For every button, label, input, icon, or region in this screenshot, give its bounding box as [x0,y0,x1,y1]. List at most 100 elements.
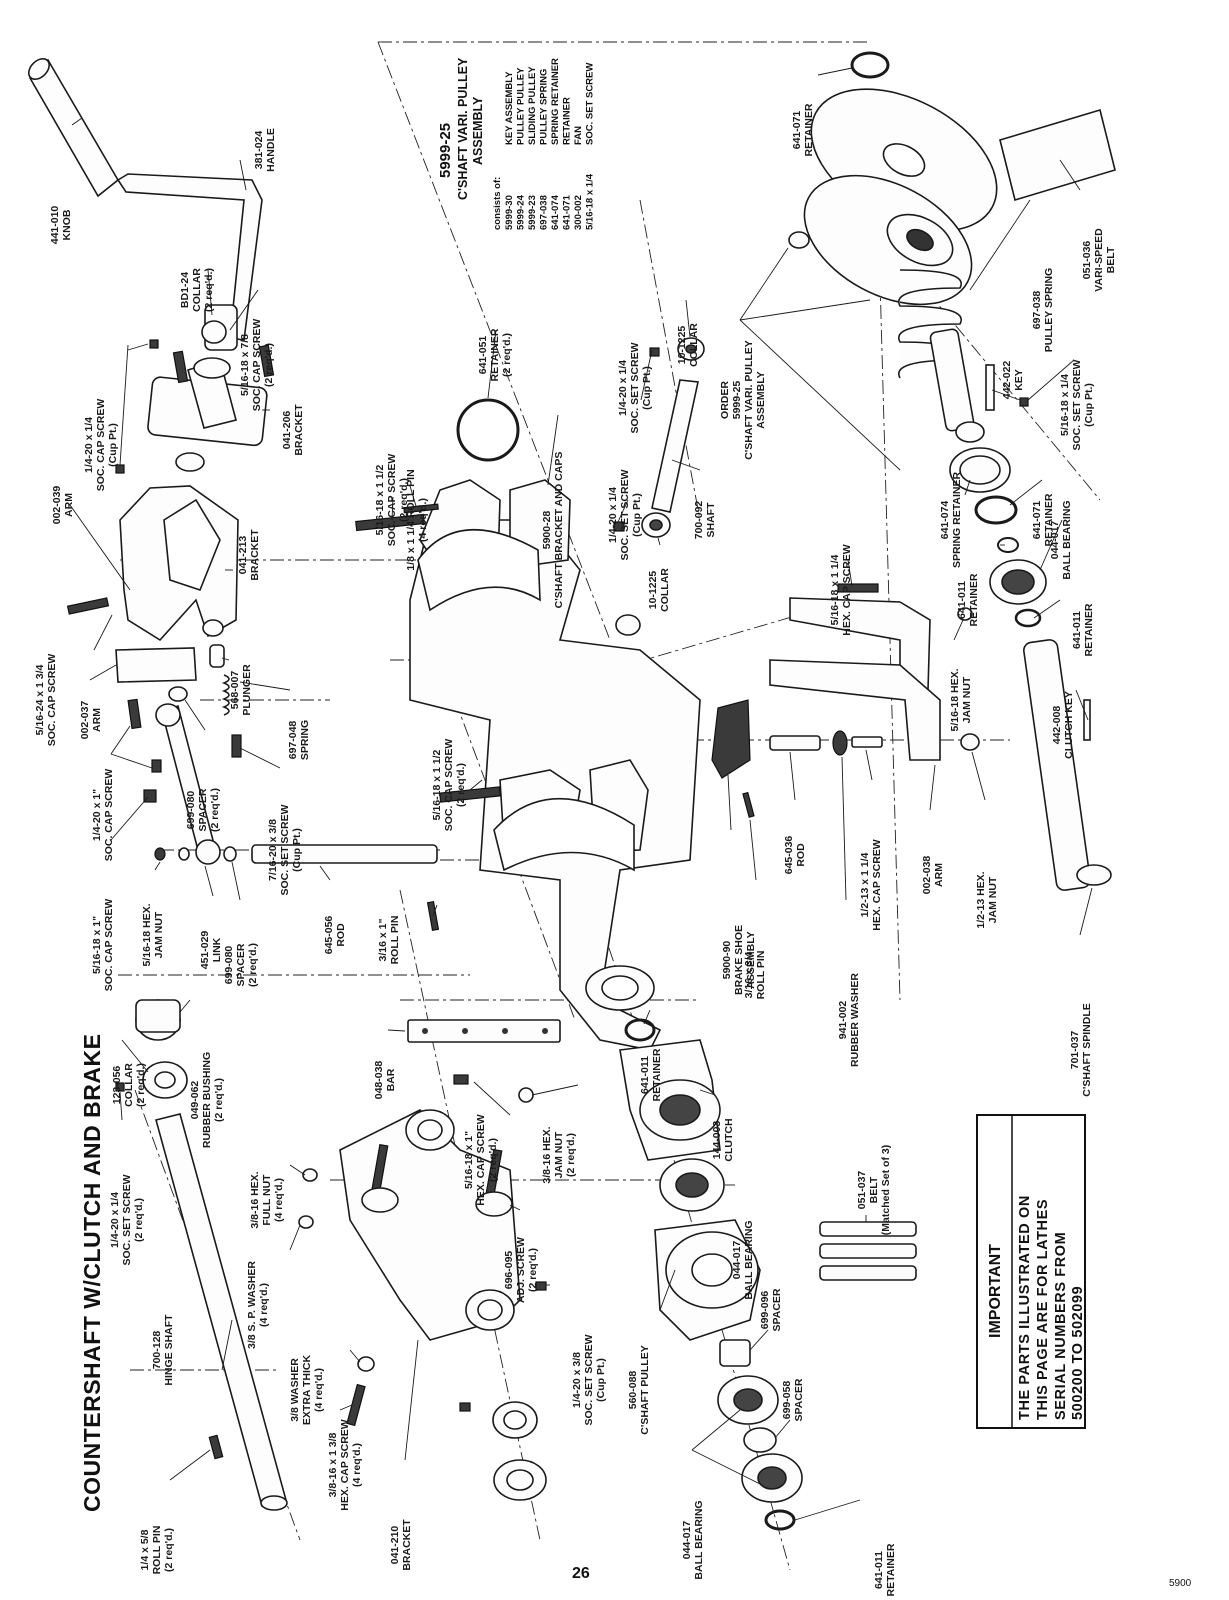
callout-line: 699-058 [781,1381,793,1420]
callout-line: SPRING [299,720,311,760]
callout-line: 5/16-18 x 1 1/4 [829,555,841,626]
callout-line: 051-037 [856,1171,868,1210]
callout-line: 641-074 [939,501,951,540]
link-rod-group [154,686,440,932]
callout-line: ROD [335,923,347,947]
callout-line: SHAFT [705,502,717,538]
spindle-top-part [929,328,975,432]
callout-line: RETAINER [489,328,501,381]
important-line-1: THE PARTS ILLUSTRATED ON [1017,1195,1033,1420]
callout-line: 641-011 [873,1551,885,1589]
corner-code: 5900 [1169,1578,1192,1589]
important-title: IMPORTANT [987,1244,1004,1338]
callout-line: 5999-25 [731,381,743,420]
callout-line: 700-092 [693,501,705,540]
callout-line: 3/8-16 HEX. [249,1171,261,1228]
callout-line: BAR [385,1068,397,1091]
rod-036-part [769,735,821,751]
callout-line: 7/16-20 x 3/8 [267,819,279,881]
callout-line: (Cup Pt.) [1083,383,1095,427]
callout-line: 041-206 [281,411,293,450]
assembly-title-1: C'SHAFT VARI. PULLEY [456,57,470,200]
callout-line: RETAINER [1043,493,1055,546]
important-line-4: 500200 TO 502099 [1070,1286,1086,1420]
callout-line: 699-096 [759,1291,771,1330]
handle-group [28,58,275,474]
callout-line: SOC. SET SCREW [629,342,641,433]
callout-line: 381-024 [253,131,265,170]
callout-line: (2 req'd.) [487,1138,499,1182]
callout-line: 5/16-18 x 7/8 [239,334,251,396]
rubber-washer-part [832,730,848,756]
assembly-consists: consists of: [492,177,503,230]
callout-line: 5/16-18 x 1/4 [1059,374,1071,436]
callout-line: RUBBER BUSHING [201,1052,213,1148]
callout-line: 002-038 [921,856,933,895]
callout-line: 699-080 [223,946,235,985]
arm-038-part [769,659,941,761]
assembly-row-desc: SLIDING PULLEY [527,66,538,145]
retainer-071-mid-part [974,495,1018,525]
spacer-058-part [743,1427,777,1453]
callout-line: RETAINER [651,1048,663,1101]
callout-line: EXTRA THICK [301,1354,313,1425]
belt-037-group [819,1221,917,1281]
callout-line: 641-071 [1031,501,1043,540]
callout-line: 3/8 S. P. WASHER [246,1261,258,1349]
callout-line: SPACER [793,1378,805,1421]
callout-line: CLUTCH [723,1118,735,1161]
arm-037-part [115,647,197,683]
callout-line: SPACER [771,1288,783,1331]
callout-line: 10-1225 [647,571,659,610]
callout-line: ROLL PIN [389,916,401,965]
retainer-071-top-part [850,51,890,79]
bar-038-part [407,1019,561,1043]
callout-line: (2 req'd.) [501,333,513,377]
brake-shoe-part [711,699,751,779]
assembly-row-desc: PULLEY PULLEY [516,67,527,145]
callout-line: RETAINER [1083,603,1095,656]
callout-line: SOC. CAP SCREW [386,454,398,547]
callout-rollpin-114: 1/8 x 1 1/4 ROLL PIN(4 req'd.) [405,469,429,570]
callout-line: 941-002 [837,1001,849,1040]
callout-line: (2 req'd.) [213,1078,225,1122]
callout-line: 1/2-13 HEX. [975,871,987,928]
important-border [976,1114,1086,1429]
callout-line: (2 req'd.) [263,343,275,387]
callout-line: SPACER [197,788,209,831]
brake-arms-group [711,583,980,818]
callout-line: 1/4-20 x 1/4 [83,417,95,473]
callout-line: (Cup Pt.) [291,828,303,872]
spacer-096-part [719,1339,751,1367]
callout-line: ORDER [719,381,731,419]
callout-line: JAM NUT [961,676,973,723]
callout-line: ARM [933,863,945,887]
callout-line: 5/16-18 HEX. [141,903,153,966]
callout-capscrew-18-1: 5/16-18 x 1"SOC. CAP SCREW [91,899,115,992]
assembly-row-part: 641-071 [562,194,573,230]
callout-line: SOC. CAP SCREW [251,319,263,412]
